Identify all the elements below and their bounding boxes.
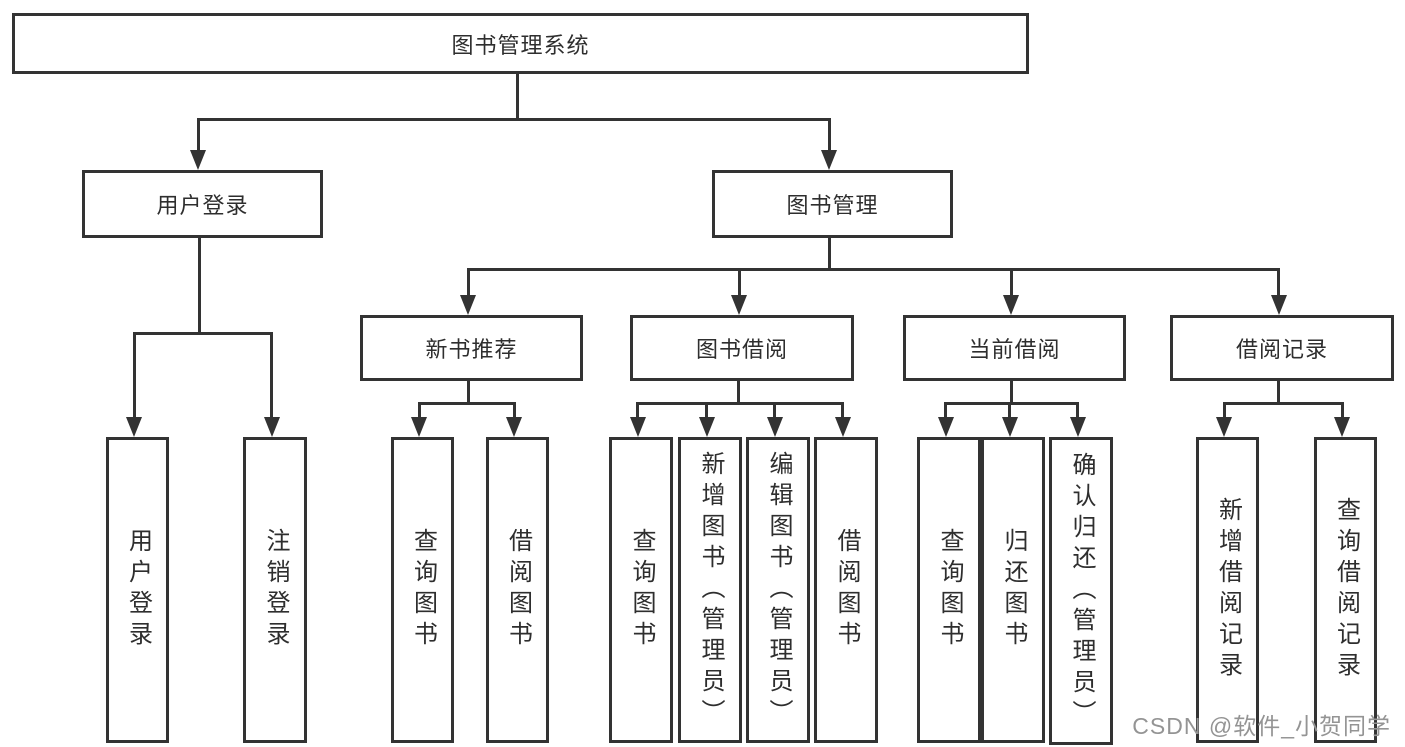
connector-current-borrow-stem	[1010, 375, 1013, 405]
connector-drop-user-login	[197, 118, 200, 152]
connector-drop-new-book	[467, 268, 470, 296]
node-root: 图书管理系统	[12, 13, 1029, 74]
leaf-edit-book-admin: 编辑图书（管理员）	[746, 437, 810, 743]
node-borrow-records-label: 借阅记录	[1235, 337, 1328, 362]
leaf-query-book-3: 查询图书	[917, 437, 981, 743]
arrowhead-book-borrow	[731, 295, 747, 315]
node-book-borrow-label: 图书借阅	[695, 337, 788, 362]
arrowhead-cb-return	[1002, 417, 1018, 437]
csdn-watermark: CSDN @软件_小贺同学	[1132, 713, 1391, 739]
connector-drop-bb-borrow	[841, 402, 844, 418]
node-book-management-label: 图书管理	[786, 193, 879, 218]
leaf-query-book-3-label: 查询图书	[936, 528, 963, 652]
connector-drop-br-query	[1341, 402, 1344, 418]
connector-drop-cb-query	[944, 402, 947, 418]
connector-drop-bb-edit	[773, 402, 776, 418]
connector-drop-leaf-user-login	[133, 332, 136, 418]
arrowhead-bb-query	[630, 417, 646, 437]
arrowhead-current-borrow	[1003, 295, 1019, 315]
connector-drop-borrow-records	[1277, 268, 1280, 296]
connector-drop-br-add	[1223, 402, 1226, 418]
leaf-add-book-admin-label: 新增图书（管理员）	[697, 450, 724, 730]
leaf-query-book-2: 查询图书	[609, 437, 673, 743]
connector-new-book-stem	[467, 375, 470, 405]
connector-drop-book-management	[828, 118, 831, 152]
arrowhead-bb-add	[699, 417, 715, 437]
leaf-return-book: 归还图书	[981, 437, 1045, 743]
connector-book-management-rail	[467, 268, 1280, 271]
connector-user-login-rail	[133, 332, 273, 335]
leaf-query-book-2-label: 查询图书	[628, 528, 655, 652]
leaf-logout-label: 注销登录	[262, 528, 289, 652]
node-book-borrow: 图书借阅	[630, 315, 854, 381]
arrowhead-leaf-user-login	[126, 417, 142, 437]
connector-user-login-stem	[198, 232, 201, 335]
connector-drop-cb-return	[1008, 402, 1011, 418]
leaf-confirm-return-admin: 确认归还（管理员）	[1049, 437, 1113, 745]
leaf-query-borrow-record: 查询借阅记录	[1314, 437, 1377, 743]
connector-drop-current-borrow	[1010, 268, 1013, 296]
arrowhead-cb-query	[938, 417, 954, 437]
node-root-label: 图书管理系统	[451, 32, 590, 58]
arrowhead-br-add	[1216, 417, 1232, 437]
leaf-logout: 注销登录	[243, 437, 307, 743]
connector-drop-leaf-logout	[270, 332, 273, 418]
arrowhead-br-query	[1334, 417, 1350, 437]
arrowhead-bb-edit	[767, 417, 783, 437]
connector-drop-nb-borrow	[513, 402, 516, 418]
connector-drop-cb-confirm	[1076, 402, 1079, 418]
node-current-borrow: 当前借阅	[903, 315, 1126, 381]
node-current-borrow-label: 当前借阅	[968, 337, 1061, 362]
arrowhead-cb-confirm	[1070, 417, 1086, 437]
connector-root-stem	[516, 68, 519, 119]
connector-drop-nb-query	[418, 402, 421, 418]
connector-new-book-rail	[418, 402, 516, 405]
connector-current-borrow-rail	[944, 402, 1079, 405]
connector-borrow-records-rail	[1223, 402, 1344, 405]
leaf-return-book-label: 归还图书	[1000, 528, 1027, 652]
connector-drop-bb-query	[636, 402, 639, 418]
connector-drop-book-borrow	[738, 268, 741, 296]
leaf-edit-book-admin-label: 编辑图书（管理员）	[765, 450, 792, 730]
arrowhead-nb-borrow	[506, 417, 522, 437]
leaf-borrow-book-1-label: 借阅图书	[504, 528, 532, 652]
arrowhead-new-book	[460, 295, 476, 315]
node-user-login-label: 用户登录	[156, 193, 249, 218]
leaf-add-borrow-record: 新增借阅记录	[1196, 437, 1259, 743]
leaf-query-book-1-label: 查询图书	[409, 528, 437, 652]
arrowhead-user-login	[190, 150, 206, 170]
connector-book-management-stem	[828, 232, 831, 271]
node-user-login: 用户登录	[82, 170, 323, 238]
leaf-query-book-1: 查询图书	[391, 437, 454, 743]
arrowhead-nb-query	[411, 417, 427, 437]
node-new-book-recommend-label: 新书推荐	[425, 337, 518, 362]
arrowhead-leaf-logout	[264, 417, 280, 437]
node-book-management: 图书管理	[712, 170, 953, 238]
leaf-borrow-book-1: 借阅图书	[486, 437, 549, 743]
leaf-user-login: 用户登录	[106, 437, 169, 743]
arrowhead-book-management	[821, 150, 837, 170]
node-new-book-recommend: 新书推荐	[360, 315, 583, 381]
leaf-borrow-book-2-label: 借阅图书	[833, 528, 860, 652]
arrowhead-borrow-records	[1271, 295, 1287, 315]
connector-book-borrow-rail	[636, 402, 844, 405]
connector-root-rail	[197, 118, 831, 121]
leaf-confirm-return-admin-label: 确认归还（管理员）	[1068, 451, 1095, 731]
leaf-add-borrow-record-label: 新增借阅记录	[1214, 497, 1242, 683]
connector-book-borrow-stem	[737, 375, 740, 405]
leaf-add-book-admin: 新增图书（管理员）	[678, 437, 742, 743]
connector-drop-bb-add	[705, 402, 708, 418]
connector-borrow-records-stem	[1277, 375, 1280, 405]
arrowhead-bb-borrow	[835, 417, 851, 437]
leaf-user-login-label: 用户登录	[124, 528, 152, 652]
node-borrow-records: 借阅记录	[1170, 315, 1394, 381]
leaf-borrow-book-2: 借阅图书	[814, 437, 878, 743]
leaf-query-borrow-record-label: 查询借阅记录	[1332, 497, 1360, 683]
